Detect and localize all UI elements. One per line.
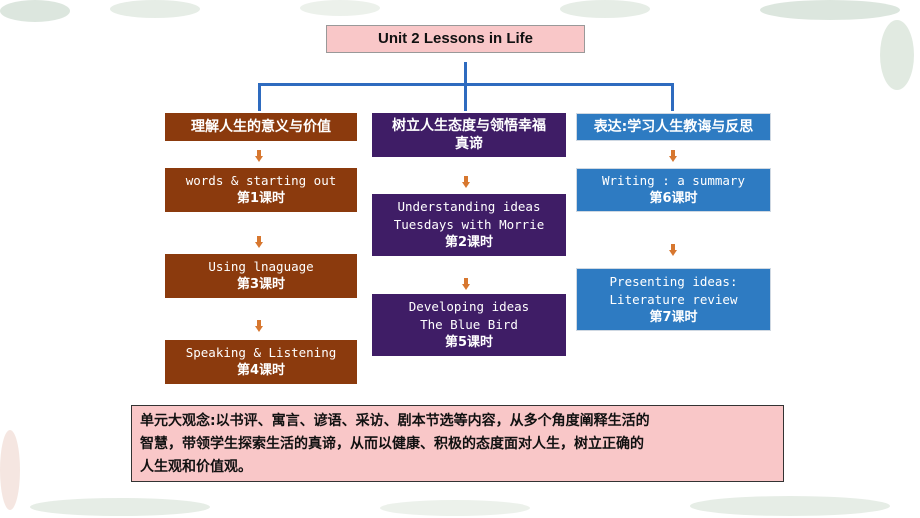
- leaf-icon: [560, 0, 650, 18]
- column-header-text: 树立人生态度与领悟幸福: [392, 118, 546, 134]
- connector-middle: [464, 83, 467, 111]
- column-header-attitude: 树立人生态度与领悟幸福 真谛: [372, 113, 566, 157]
- leaf-icon: [380, 500, 530, 516]
- lesson-box-period-4: Speaking & Listening 第4课时: [165, 340, 357, 384]
- arrow-down-icon: [255, 150, 263, 163]
- arrow-down-icon: [255, 320, 263, 333]
- leaf-icon: [690, 496, 890, 516]
- leaf-icon: [760, 0, 900, 20]
- lesson-period: 第4课时: [236, 363, 286, 378]
- lesson-period: 第1课时: [236, 191, 286, 206]
- leaf-icon: [0, 0, 70, 22]
- lesson-box-period-5: Developing ideas The Blue Bird 第5课时: [372, 294, 566, 356]
- lesson-title: Developing ideas: [408, 299, 530, 314]
- lesson-period: 第3课时: [236, 277, 286, 292]
- unit-big-idea-summary: 单元大观念:以书评、寓言、谚语、采访、剧本节选等内容，从多个角度阐释生活的 智慧…: [131, 405, 784, 482]
- lesson-title: Writing : a summary: [602, 173, 745, 188]
- summary-line: 智慧，带领学生探索生活的真谛，从而以健康、积极的态度面对人生，树立正确的: [140, 436, 644, 452]
- connector-trunk: [464, 62, 467, 84]
- connector-right: [671, 83, 674, 111]
- lesson-subtitle: The Blue Bird: [420, 317, 518, 332]
- lesson-box-period-3: Using lnaguage 第3课时: [165, 254, 357, 298]
- unit-title: Unit 2 Lessons in Life: [326, 25, 585, 53]
- lesson-box-period-7: Presenting ideas: Literature review 第7课时: [576, 268, 771, 331]
- arrow-down-icon: [669, 244, 677, 257]
- arrow-down-icon: [462, 176, 470, 189]
- lesson-title: words & starting out: [185, 173, 337, 188]
- column-header-expression: 表达:学习人生教诲与反思: [576, 113, 771, 141]
- lesson-title: Presenting ideas:: [609, 273, 738, 289]
- lesson-period: 第2课时: [444, 235, 494, 250]
- leaf-icon: [300, 0, 380, 16]
- lesson-box-period-2: Understanding ideas Tuesdays with Morrie…: [372, 194, 566, 256]
- column-header-text: 表达:学习人生教诲与反思: [593, 119, 754, 135]
- lesson-title: Speaking & Listening: [185, 345, 337, 360]
- column-header-meaning: 理解人生的意义与价值: [165, 113, 357, 141]
- arrow-down-icon: [462, 278, 470, 291]
- leaf-icon: [30, 498, 210, 516]
- leaf-icon: [0, 430, 20, 510]
- leaf-icon: [880, 20, 914, 90]
- column-header-text: 真谛: [455, 136, 483, 152]
- unit-title-text: Unit 2 Lessons in Life: [377, 30, 534, 47]
- lesson-period: 第6课时: [649, 191, 698, 206]
- arrow-down-icon: [255, 236, 263, 249]
- column-header-text: 理解人生的意义与价值: [191, 119, 331, 135]
- lesson-subtitle: Literature review: [609, 291, 738, 307]
- lesson-subtitle: Tuesdays with Morrie: [393, 217, 545, 232]
- lesson-period: 第7课时: [649, 309, 698, 325]
- lesson-box-period-1: words & starting out 第1课时: [165, 168, 357, 212]
- connector-left: [258, 83, 261, 111]
- leaf-icon: [110, 0, 200, 18]
- lesson-period: 第5课时: [444, 335, 494, 350]
- lesson-title: Using lnaguage: [208, 259, 314, 274]
- summary-line: 单元大观念:以书评、寓言、谚语、采访、剧本节选等内容，从多个角度阐释生活的: [140, 413, 650, 429]
- arrow-down-icon: [669, 150, 677, 163]
- lesson-box-period-6: Writing : a summary 第6课时: [576, 168, 771, 212]
- lesson-title: Understanding ideas: [397, 199, 541, 214]
- summary-line: 人生观和价值观。: [140, 459, 252, 475]
